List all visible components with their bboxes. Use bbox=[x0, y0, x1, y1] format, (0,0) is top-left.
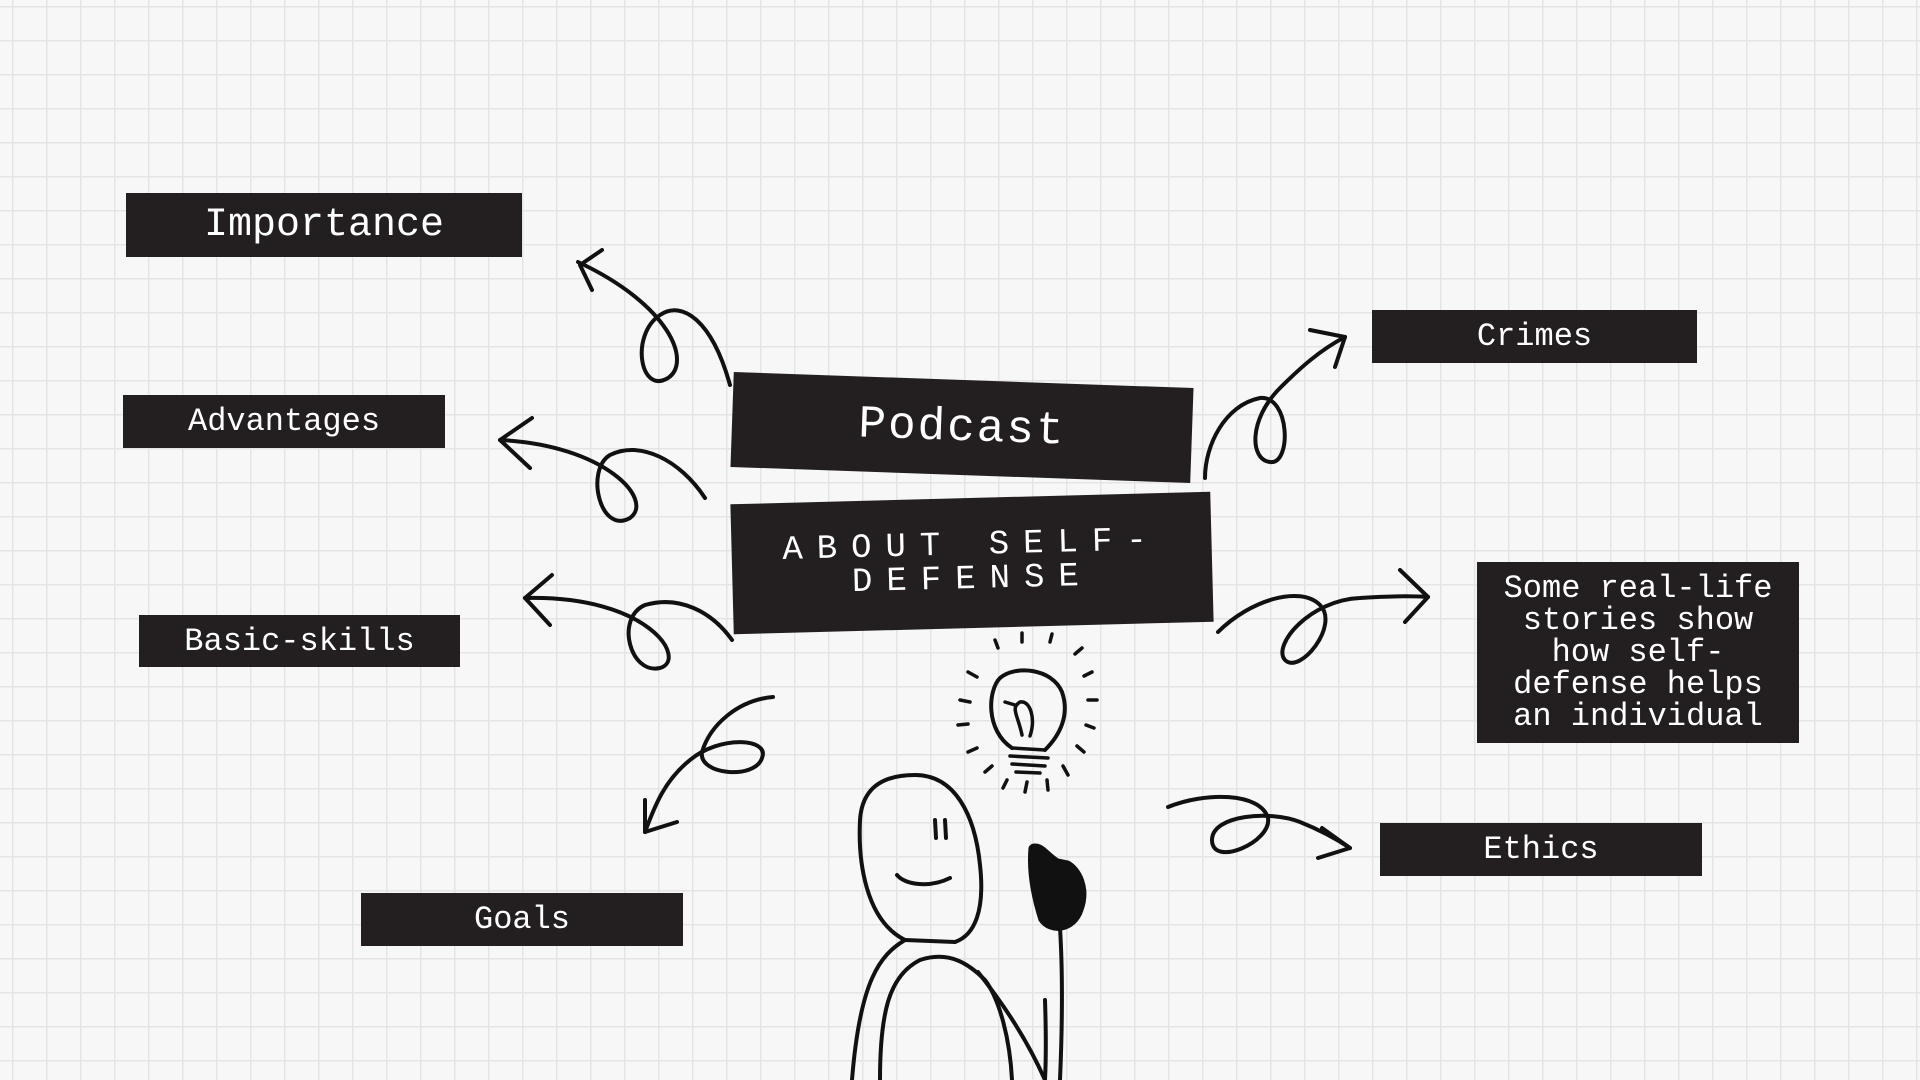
curly-arrow-icon-ethics bbox=[1166, 794, 1352, 860]
topic-crimes: Crimes bbox=[1372, 310, 1697, 363]
topic-importance-label: Importance bbox=[203, 202, 445, 248]
topic-stories-label: Some real-life stories show how self-def… bbox=[1503, 569, 1773, 735]
subtitle-box: ABOUT SELF-DEFENSE bbox=[730, 491, 1214, 635]
topic-ethics-label: Ethics bbox=[1483, 831, 1599, 868]
topic-goals: Goals bbox=[361, 893, 683, 946]
curly-arrow-icon-advantages bbox=[498, 416, 707, 523]
curly-arrow-icon-stories bbox=[1216, 568, 1430, 665]
topic-advantages: Advantages bbox=[123, 395, 445, 448]
topic-crimes-label: Crimes bbox=[1476, 318, 1593, 355]
page-subtitle: ABOUT SELF-DEFENSE bbox=[781, 522, 1162, 603]
curly-arrow-icon-basic-skills bbox=[523, 573, 734, 671]
topic-importance: Importance bbox=[126, 193, 522, 257]
lightbulb-icon bbox=[989, 668, 1067, 775]
title-box: Podcast bbox=[730, 372, 1194, 483]
curly-arrow-icon-crimes bbox=[1203, 328, 1347, 480]
page-title: Podcast bbox=[857, 397, 1067, 458]
lightbulb-rays-icon bbox=[956, 631, 1099, 794]
topic-advantages-label: Advantages bbox=[187, 403, 381, 440]
topic-stories: Some real-life stories show how self-def… bbox=[1477, 562, 1799, 743]
topic-basic-skills: Basic-skills bbox=[139, 615, 460, 667]
curly-arrow-icon-importance bbox=[576, 248, 732, 387]
topic-goals-label: Goals bbox=[473, 901, 570, 938]
topic-basic-skills-label: Basic-skills bbox=[184, 622, 415, 660]
person-figure-icon bbox=[850, 773, 1087, 1080]
curly-arrow-icon-goals bbox=[643, 695, 775, 834]
topic-ethics: Ethics bbox=[1380, 823, 1702, 876]
